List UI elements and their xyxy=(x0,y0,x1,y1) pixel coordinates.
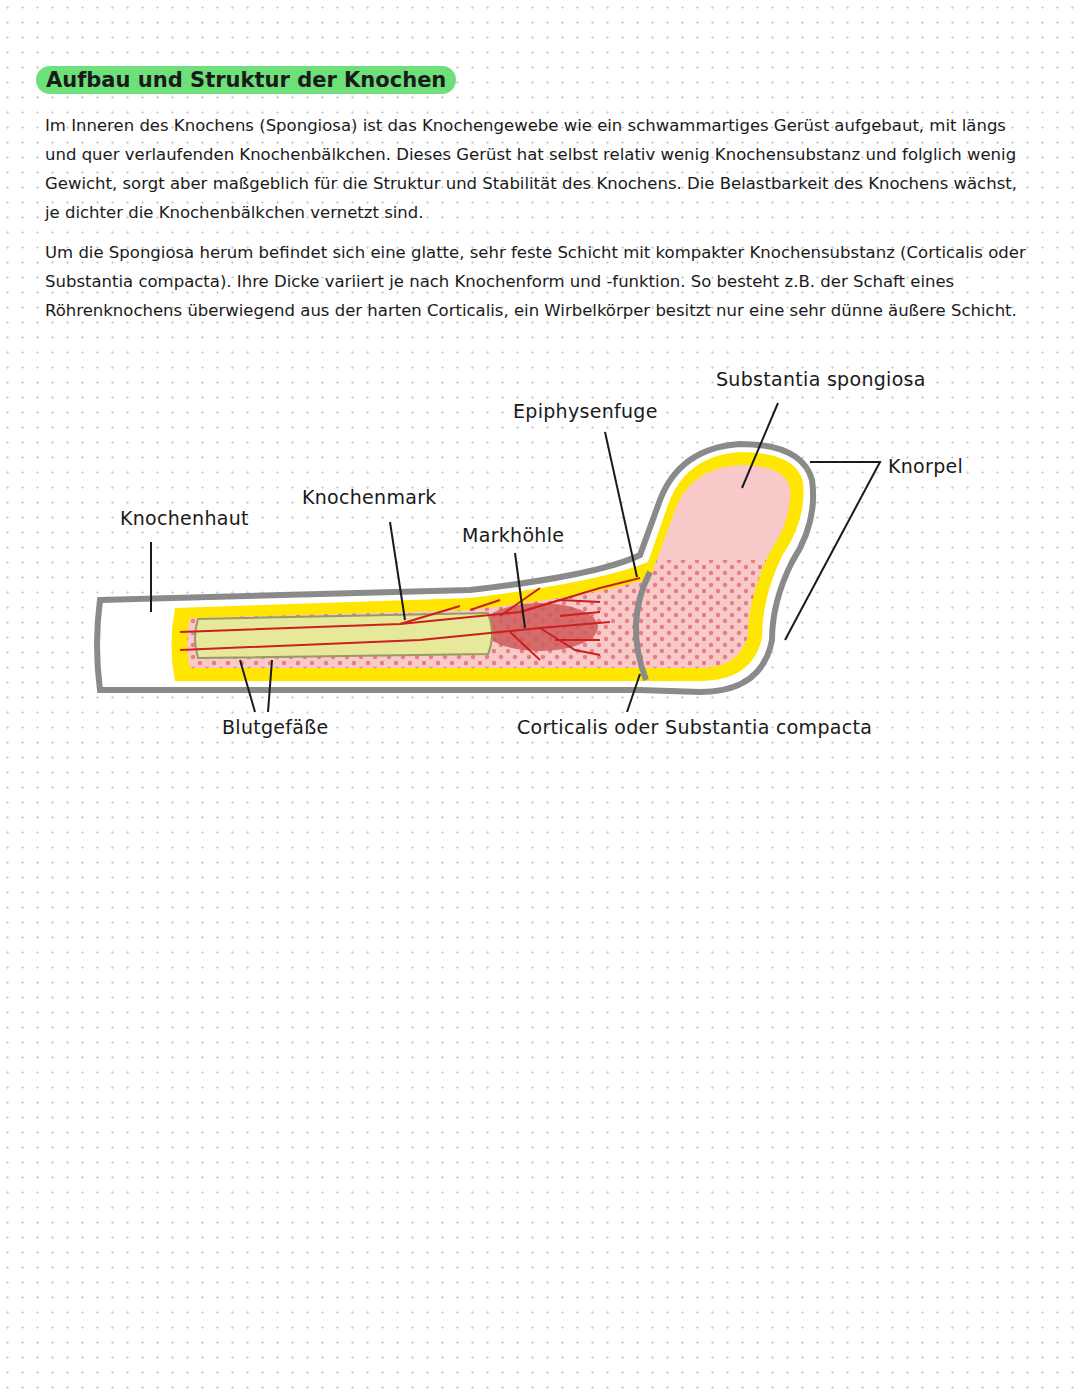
part-label: Blutgefäße xyxy=(222,716,329,738)
part-label: Epiphysenfuge xyxy=(513,400,658,422)
blood-vessels xyxy=(180,578,640,660)
part-label: Knochenmark xyxy=(302,486,437,508)
part-label: Corticalis oder Substantia compacta xyxy=(517,716,872,738)
body-paragraph: Um die Spongiosa herum befindet sich ein… xyxy=(45,238,1035,325)
part-label: Substantia spongiosa xyxy=(716,368,926,390)
part-label: Knochenhaut xyxy=(120,507,249,529)
page-title: Aufbau und Struktur der Knochen xyxy=(36,66,456,94)
part-label: Markhöhle xyxy=(462,524,564,546)
epiphyseal-line xyxy=(636,572,650,680)
body-paragraph: Im Inneren des Knochens (Spongiosa) ist … xyxy=(45,111,1035,227)
spongiosa-texture xyxy=(180,560,820,680)
leader-lines xyxy=(151,403,880,712)
part-label: Knorpel xyxy=(888,455,963,477)
